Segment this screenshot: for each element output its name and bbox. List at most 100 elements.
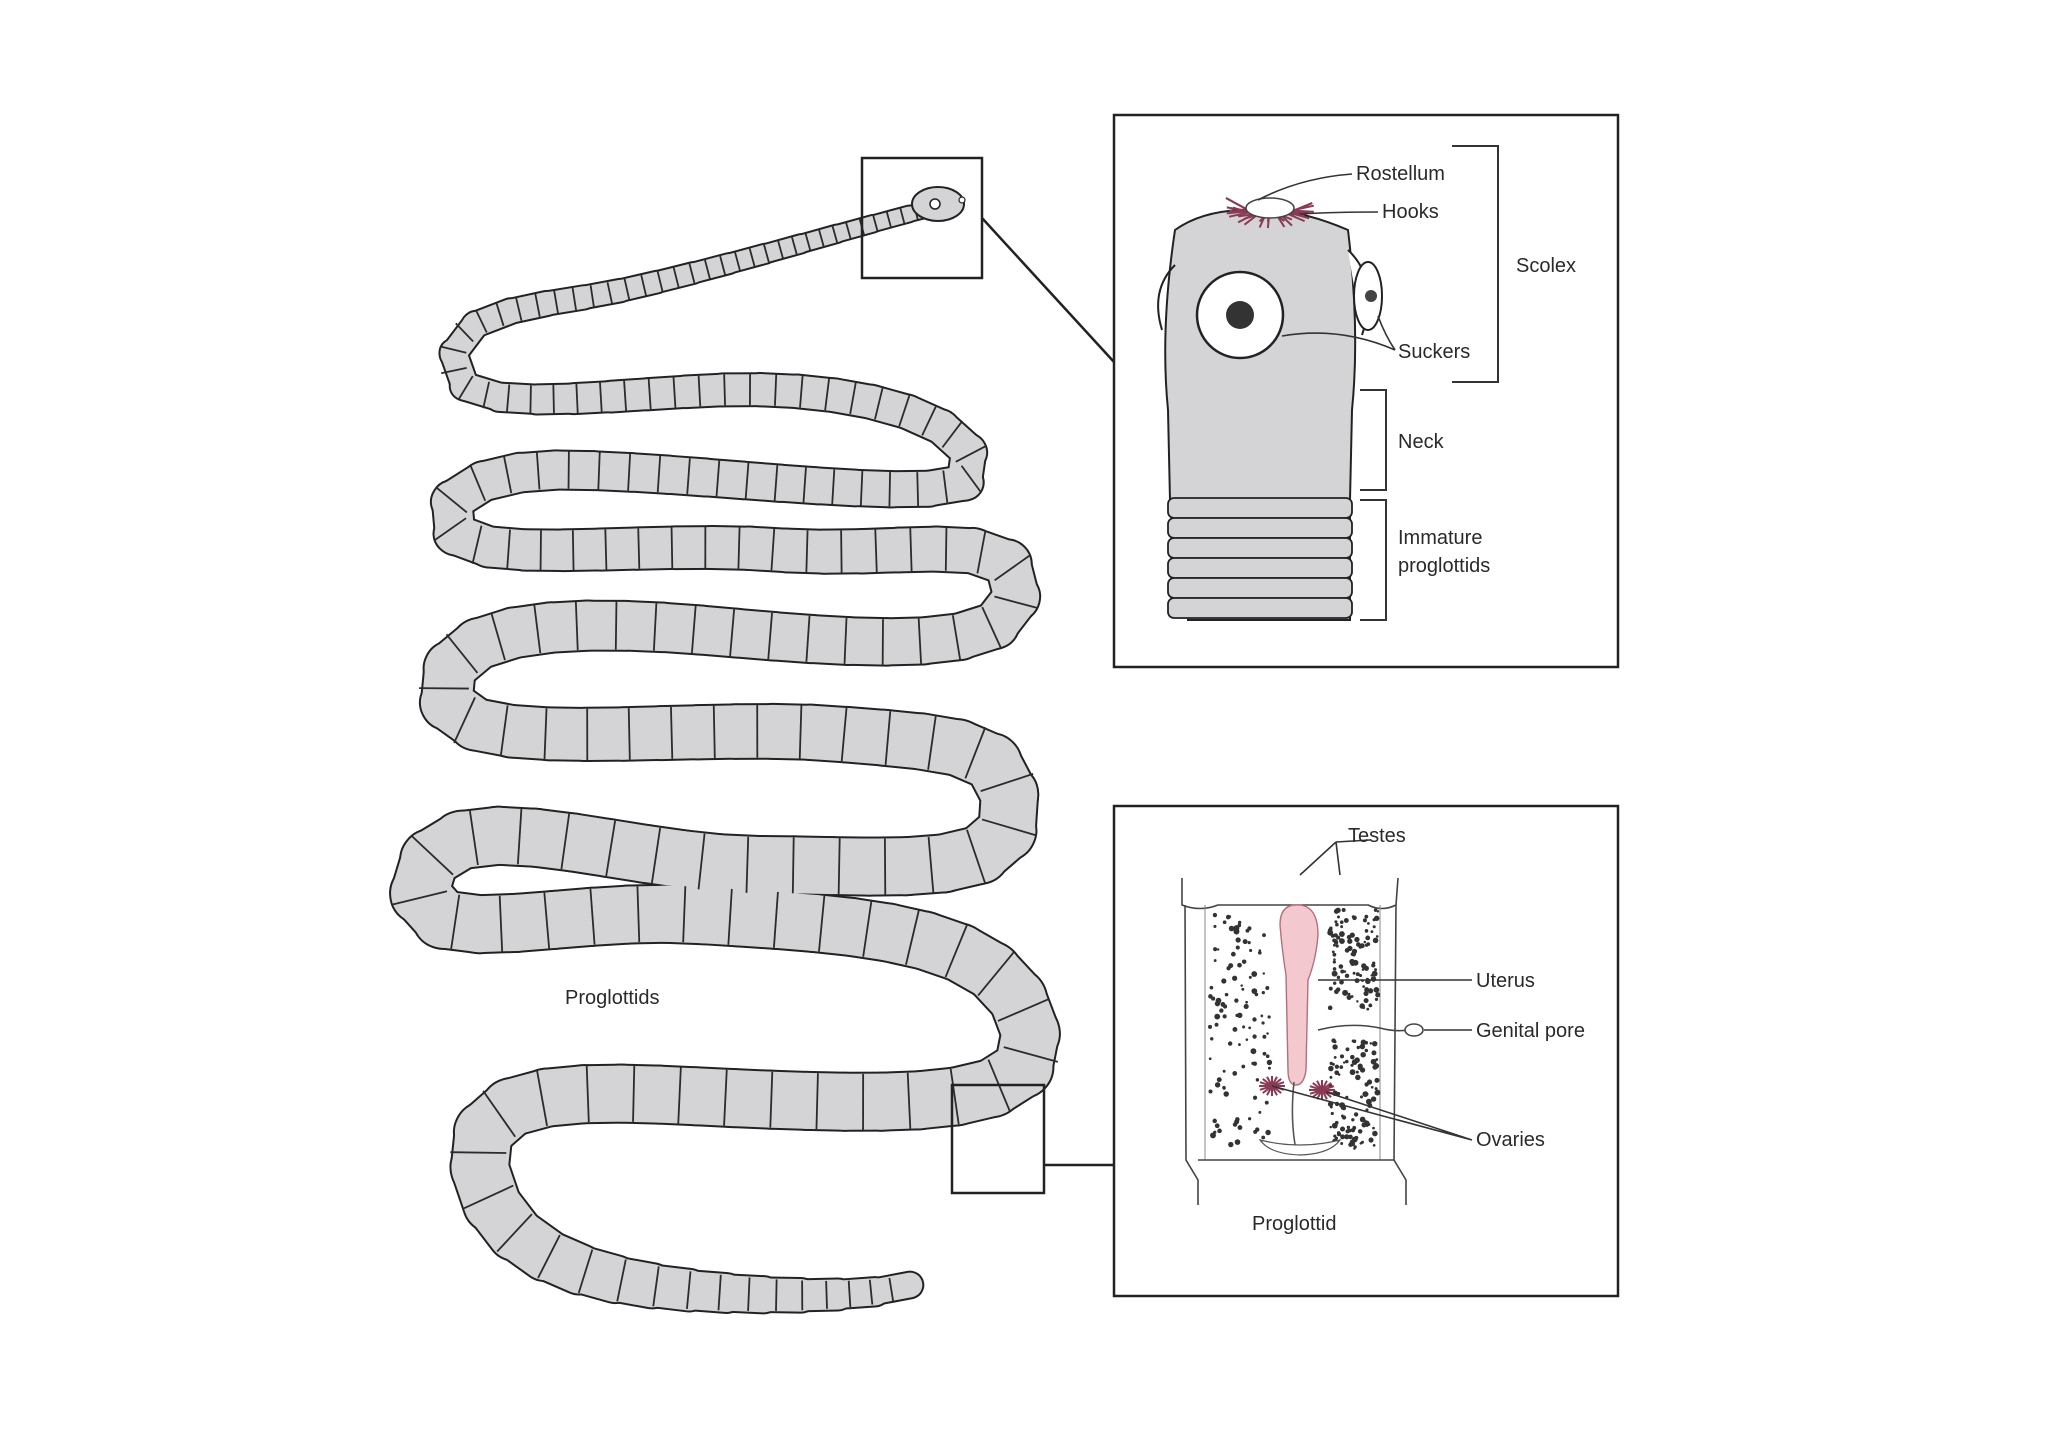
testis-dot <box>1332 1044 1338 1050</box>
testis-dot <box>1266 1059 1273 1066</box>
proglottid-segment-line <box>717 1274 722 1311</box>
proglottid-segment-line <box>571 530 575 571</box>
proglottid-segment-line <box>791 237 798 255</box>
proglottid-segment-line <box>543 708 548 760</box>
proglottid-segment-line <box>614 601 618 650</box>
testis-dot <box>1235 937 1241 943</box>
testis-dot <box>1372 937 1379 944</box>
proglottid-segment-line <box>799 375 804 408</box>
testis-dot <box>1243 1003 1249 1009</box>
hook <box>1226 206 1249 213</box>
testis-dot <box>1364 943 1369 947</box>
proglottid-segment-line <box>670 706 674 759</box>
hook <box>1225 197 1249 211</box>
testis-dot <box>1374 1087 1378 1091</box>
testis-dot <box>1347 938 1353 944</box>
testis-dot <box>1265 1129 1271 1136</box>
testis-dot <box>1372 1064 1378 1070</box>
testis-dot <box>1362 1006 1366 1010</box>
proglottid-segment-line <box>552 384 555 414</box>
testis-dot <box>1351 1118 1355 1122</box>
testis-dot <box>1360 1051 1366 1058</box>
testis-dot <box>1339 1054 1345 1059</box>
testis-dot <box>1241 959 1247 964</box>
uterus-label: Uterus <box>1476 970 1535 992</box>
testis-dot <box>1345 1129 1350 1134</box>
proglottid-segment-line <box>831 226 838 243</box>
hook <box>1228 211 1250 218</box>
sucker-side <box>1353 261 1383 331</box>
scolex-connector <box>981 217 1115 363</box>
testis-dot <box>1346 1125 1351 1130</box>
proglottid-segment-line <box>849 382 857 415</box>
proglottid-segment-line <box>433 517 467 542</box>
testis-dot <box>1221 978 1227 984</box>
testis-dot <box>1222 1014 1227 1019</box>
testis-dot <box>1261 1135 1266 1140</box>
testis-dot <box>1327 1005 1333 1011</box>
hook <box>1291 209 1314 213</box>
proglottid-segment-line <box>927 836 935 893</box>
proglottid-segment-line <box>697 833 706 890</box>
proglottid-segment-line <box>888 1277 895 1302</box>
testis-dot <box>1371 963 1376 968</box>
proglottid-segment-line <box>898 395 911 427</box>
testis-dot <box>1376 910 1380 913</box>
testis-dot <box>1340 1142 1344 1145</box>
testis-dot <box>1265 985 1270 990</box>
testis-dot <box>1241 987 1245 991</box>
sucker-front <box>1195 270 1285 360</box>
proglottid-segment-line <box>960 465 983 494</box>
proglottid-segment-line <box>599 382 603 413</box>
testis-dot <box>1232 1071 1238 1076</box>
testis-dot <box>1366 1007 1370 1011</box>
testis-dot <box>1240 984 1243 987</box>
testis-dot <box>1374 997 1379 1001</box>
proglottid-segment-line <box>723 1069 728 1126</box>
testis-dot <box>1242 939 1248 945</box>
proglottid-segment-line <box>763 244 770 263</box>
testis-dot <box>1237 962 1242 968</box>
testis-dot <box>1210 1132 1216 1139</box>
proglottid-segment-line <box>623 380 627 411</box>
testis-dot <box>1362 918 1367 923</box>
proglottid-segment-line <box>905 910 920 965</box>
testis-dot <box>1216 948 1220 951</box>
proglottid-segment-line <box>719 255 726 275</box>
proglottid-segment-line <box>773 891 779 948</box>
proglottid-segment-line <box>802 467 807 503</box>
testis-dot <box>1230 951 1236 957</box>
testis-dot <box>1351 948 1358 954</box>
testis-dot <box>1262 1034 1267 1039</box>
proglottid-segment-line <box>533 604 542 654</box>
proglottid-segment-line <box>468 809 479 866</box>
testis-dot <box>1335 935 1341 940</box>
proglottid-segment-line <box>981 606 1002 649</box>
testis-dot <box>1251 1061 1255 1066</box>
testis-dot <box>1228 1141 1234 1148</box>
proglottid-segment-line <box>688 263 696 284</box>
proglottid-segment-line <box>627 708 631 760</box>
neck-label: Neck <box>1398 431 1445 453</box>
proglottid-segment-line <box>824 378 831 411</box>
testis-dot <box>1333 1040 1337 1044</box>
testis-dot <box>1207 1024 1213 1029</box>
testis-dot <box>1232 975 1238 981</box>
proglottid-segment-line <box>791 837 795 894</box>
testis-dot <box>1368 1003 1373 1008</box>
testis-dot <box>1375 1089 1379 1093</box>
testis-dot <box>1210 1037 1214 1041</box>
testis-dot <box>1261 991 1265 995</box>
testis-dot <box>1222 1069 1226 1073</box>
proglottid-segment-line <box>843 617 848 664</box>
testis-dot <box>1213 924 1217 928</box>
testis-dot <box>1224 992 1229 997</box>
proglottid-segment-line <box>553 290 559 314</box>
testis-dot <box>1215 997 1222 1004</box>
proglottid-segment-line <box>677 1067 682 1124</box>
proglottid-segment-line <box>777 240 784 259</box>
testis-dot <box>1372 1143 1376 1147</box>
proglottid-segment-line <box>516 808 523 865</box>
testis-dot <box>1214 1082 1221 1088</box>
testis-dot <box>1373 908 1378 912</box>
